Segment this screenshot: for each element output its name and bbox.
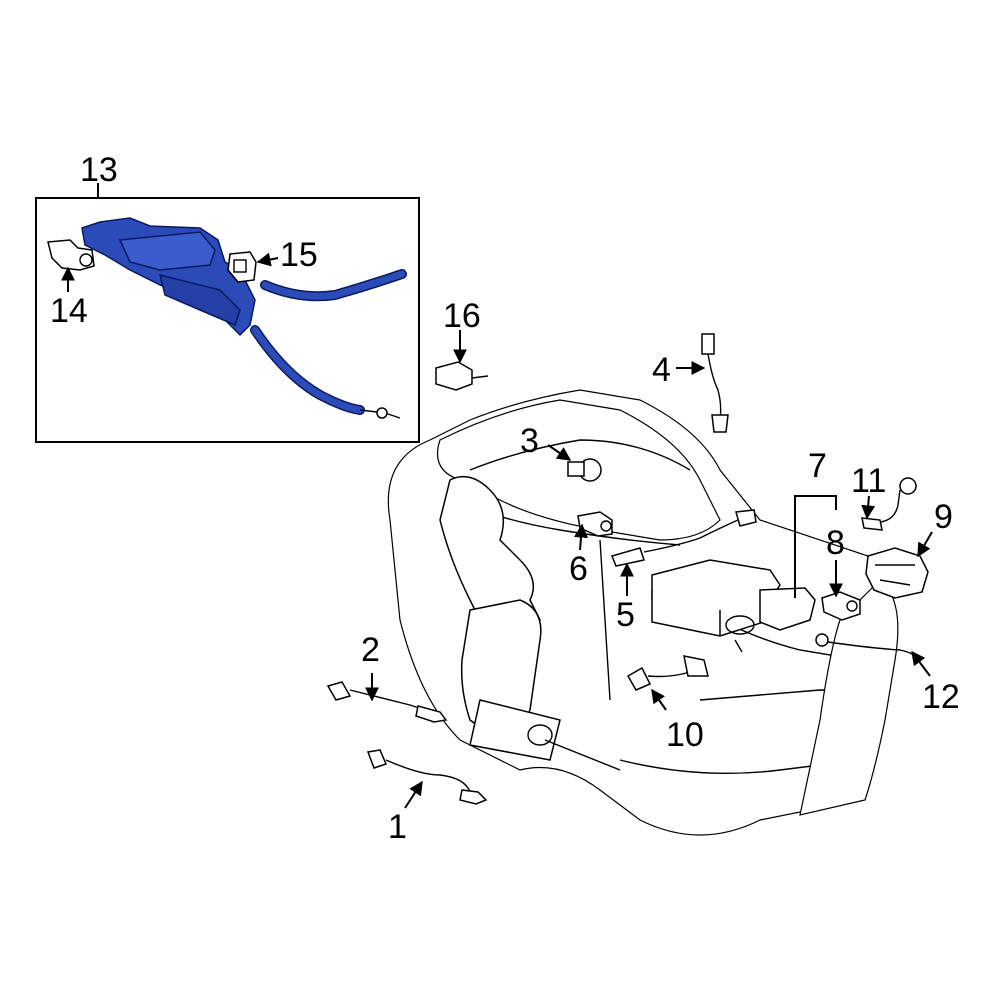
- part-16-vsv[interactable]: [435, 361, 489, 391]
- callout-5: 5: [616, 596, 635, 634]
- callout-labels: 13 14 15 16 4 3 7 11 9 8 6 5 2 12 10 1: [50, 151, 960, 846]
- vsv-part-15[interactable]: [227, 251, 257, 283]
- callout-6: 6: [569, 550, 588, 588]
- callout-10: 10: [666, 716, 704, 754]
- callout-11: 11: [851, 462, 886, 500]
- part-3-plug[interactable]: [567, 458, 602, 482]
- inset-box: [35, 197, 420, 443]
- callout-3: 3: [520, 422, 539, 460]
- oxygen-sensor-5[interactable]: [610, 509, 757, 567]
- exhaust-manifold: [439, 475, 621, 771]
- charcoal-canister[interactable]: [651, 559, 816, 653]
- part-9-vsv[interactable]: [865, 547, 929, 599]
- oxygen-sensor-1[interactable]: [366, 749, 488, 805]
- callout-16: 16: [443, 297, 481, 335]
- callout-4: 4: [652, 351, 671, 389]
- part-10-hose[interactable]: [626, 655, 709, 691]
- callout-13: 13: [80, 151, 118, 189]
- callout-8: 8: [826, 524, 845, 562]
- vsv-bracket-assembly[interactable]: [81, 217, 407, 419]
- callout-12: 12: [922, 678, 960, 716]
- callout-1: 1: [388, 808, 407, 846]
- oxygen-sensor-4[interactable]: [701, 333, 729, 433]
- callout-9: 9: [934, 498, 953, 536]
- leader-lines: [61, 183, 933, 809]
- vsv-part-14[interactable]: [47, 239, 95, 271]
- callout-7: 7: [808, 447, 827, 485]
- callout-14: 14: [50, 292, 88, 330]
- callout-15: 15: [280, 236, 318, 274]
- oxygen-sensor-2[interactable]: [326, 681, 448, 723]
- callout-2: 2: [361, 631, 380, 669]
